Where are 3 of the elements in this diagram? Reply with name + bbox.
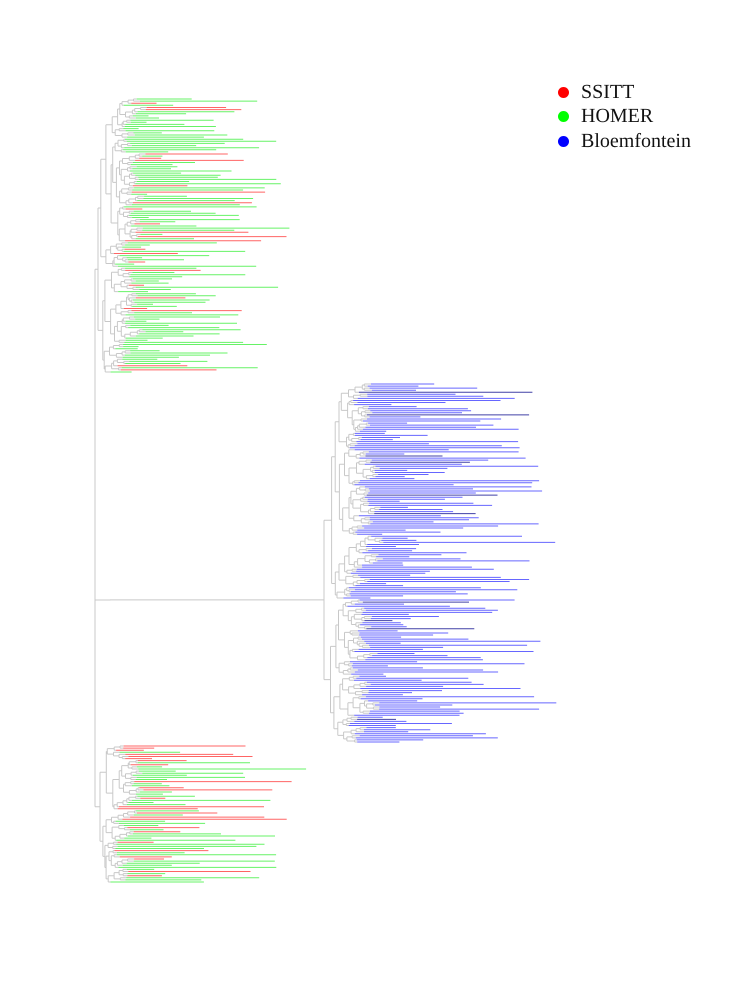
legend-label: HOMER bbox=[581, 105, 654, 128]
legend-label: SSITT bbox=[581, 80, 634, 104]
legend-label: Bloemfontein bbox=[581, 130, 691, 153]
